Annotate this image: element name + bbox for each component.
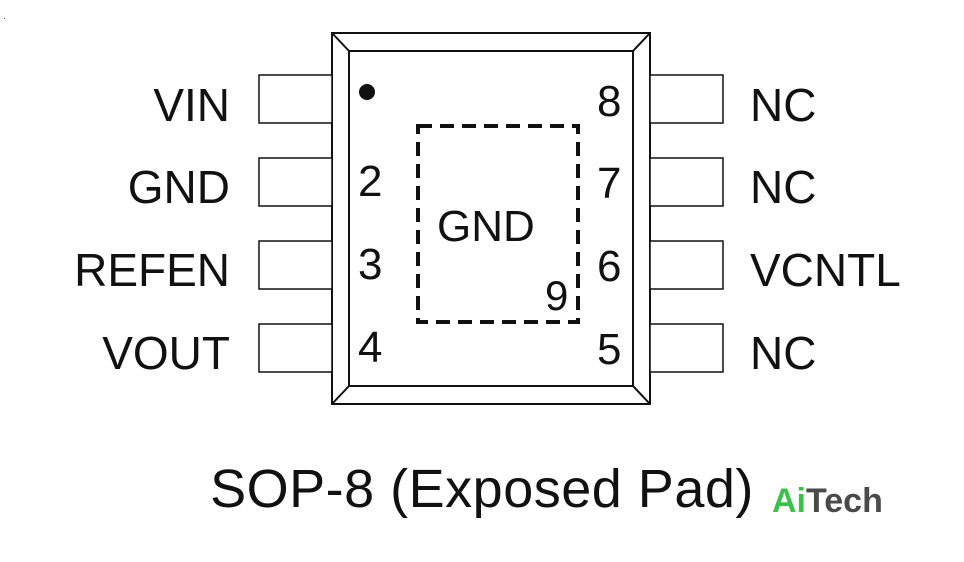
pin-number-8: 8 <box>597 77 621 126</box>
watermark-logo: AiTech <box>772 482 883 521</box>
pin-name-7: NC <box>750 161 816 213</box>
lead-pin-3 <box>258 240 333 290</box>
exposed-pad-number: 9 <box>545 272 568 319</box>
exposed-pad-label: GND <box>437 202 535 251</box>
right-leads <box>649 74 724 373</box>
lead-pin-4 <box>258 323 333 373</box>
pin-name-1: VIN <box>153 79 230 131</box>
pin-number-3: 3 <box>358 240 382 289</box>
pin-number-4: 4 <box>358 323 382 372</box>
bevel-top-left <box>331 32 350 52</box>
exposed-pad-outline <box>416 124 580 324</box>
pin-number-6: 6 <box>597 242 621 291</box>
bevel-bottom-left <box>331 385 350 405</box>
bevel-bottom-right <box>632 385 651 405</box>
pin-name-5: NC <box>750 327 816 379</box>
lead-pin-5 <box>649 323 724 373</box>
package-outer-outline <box>331 32 651 405</box>
package-inner-outline <box>348 50 634 387</box>
bevel-top-right <box>632 32 651 52</box>
lead-pin-2 <box>258 157 333 207</box>
watermark-tech: Tech <box>806 482 883 520</box>
pin-name-8: NC <box>750 79 816 131</box>
pin-name-4: VOUT <box>102 327 230 379</box>
package-caption: SOP-8 (Exposed Pad) <box>210 459 754 519</box>
pin-number-2: 2 <box>358 157 382 206</box>
left-leads <box>258 74 333 373</box>
lead-pin-6 <box>649 240 724 290</box>
lead-pin-7 <box>649 157 724 207</box>
pin1-indicator-dot <box>359 84 375 100</box>
pin-name-6: VCNTL <box>750 244 901 296</box>
lead-pin-1 <box>258 74 333 124</box>
pin-number-7: 7 <box>597 159 621 208</box>
pin-number-5: 5 <box>597 325 621 374</box>
pin-name-2: GND <box>128 161 230 213</box>
lead-pin-8 <box>649 74 724 124</box>
pin-name-3: REFEN <box>74 244 230 296</box>
watermark-ai: Ai <box>772 482 806 520</box>
package-body <box>331 32 651 405</box>
stray-dot <box>4 18 5 19</box>
